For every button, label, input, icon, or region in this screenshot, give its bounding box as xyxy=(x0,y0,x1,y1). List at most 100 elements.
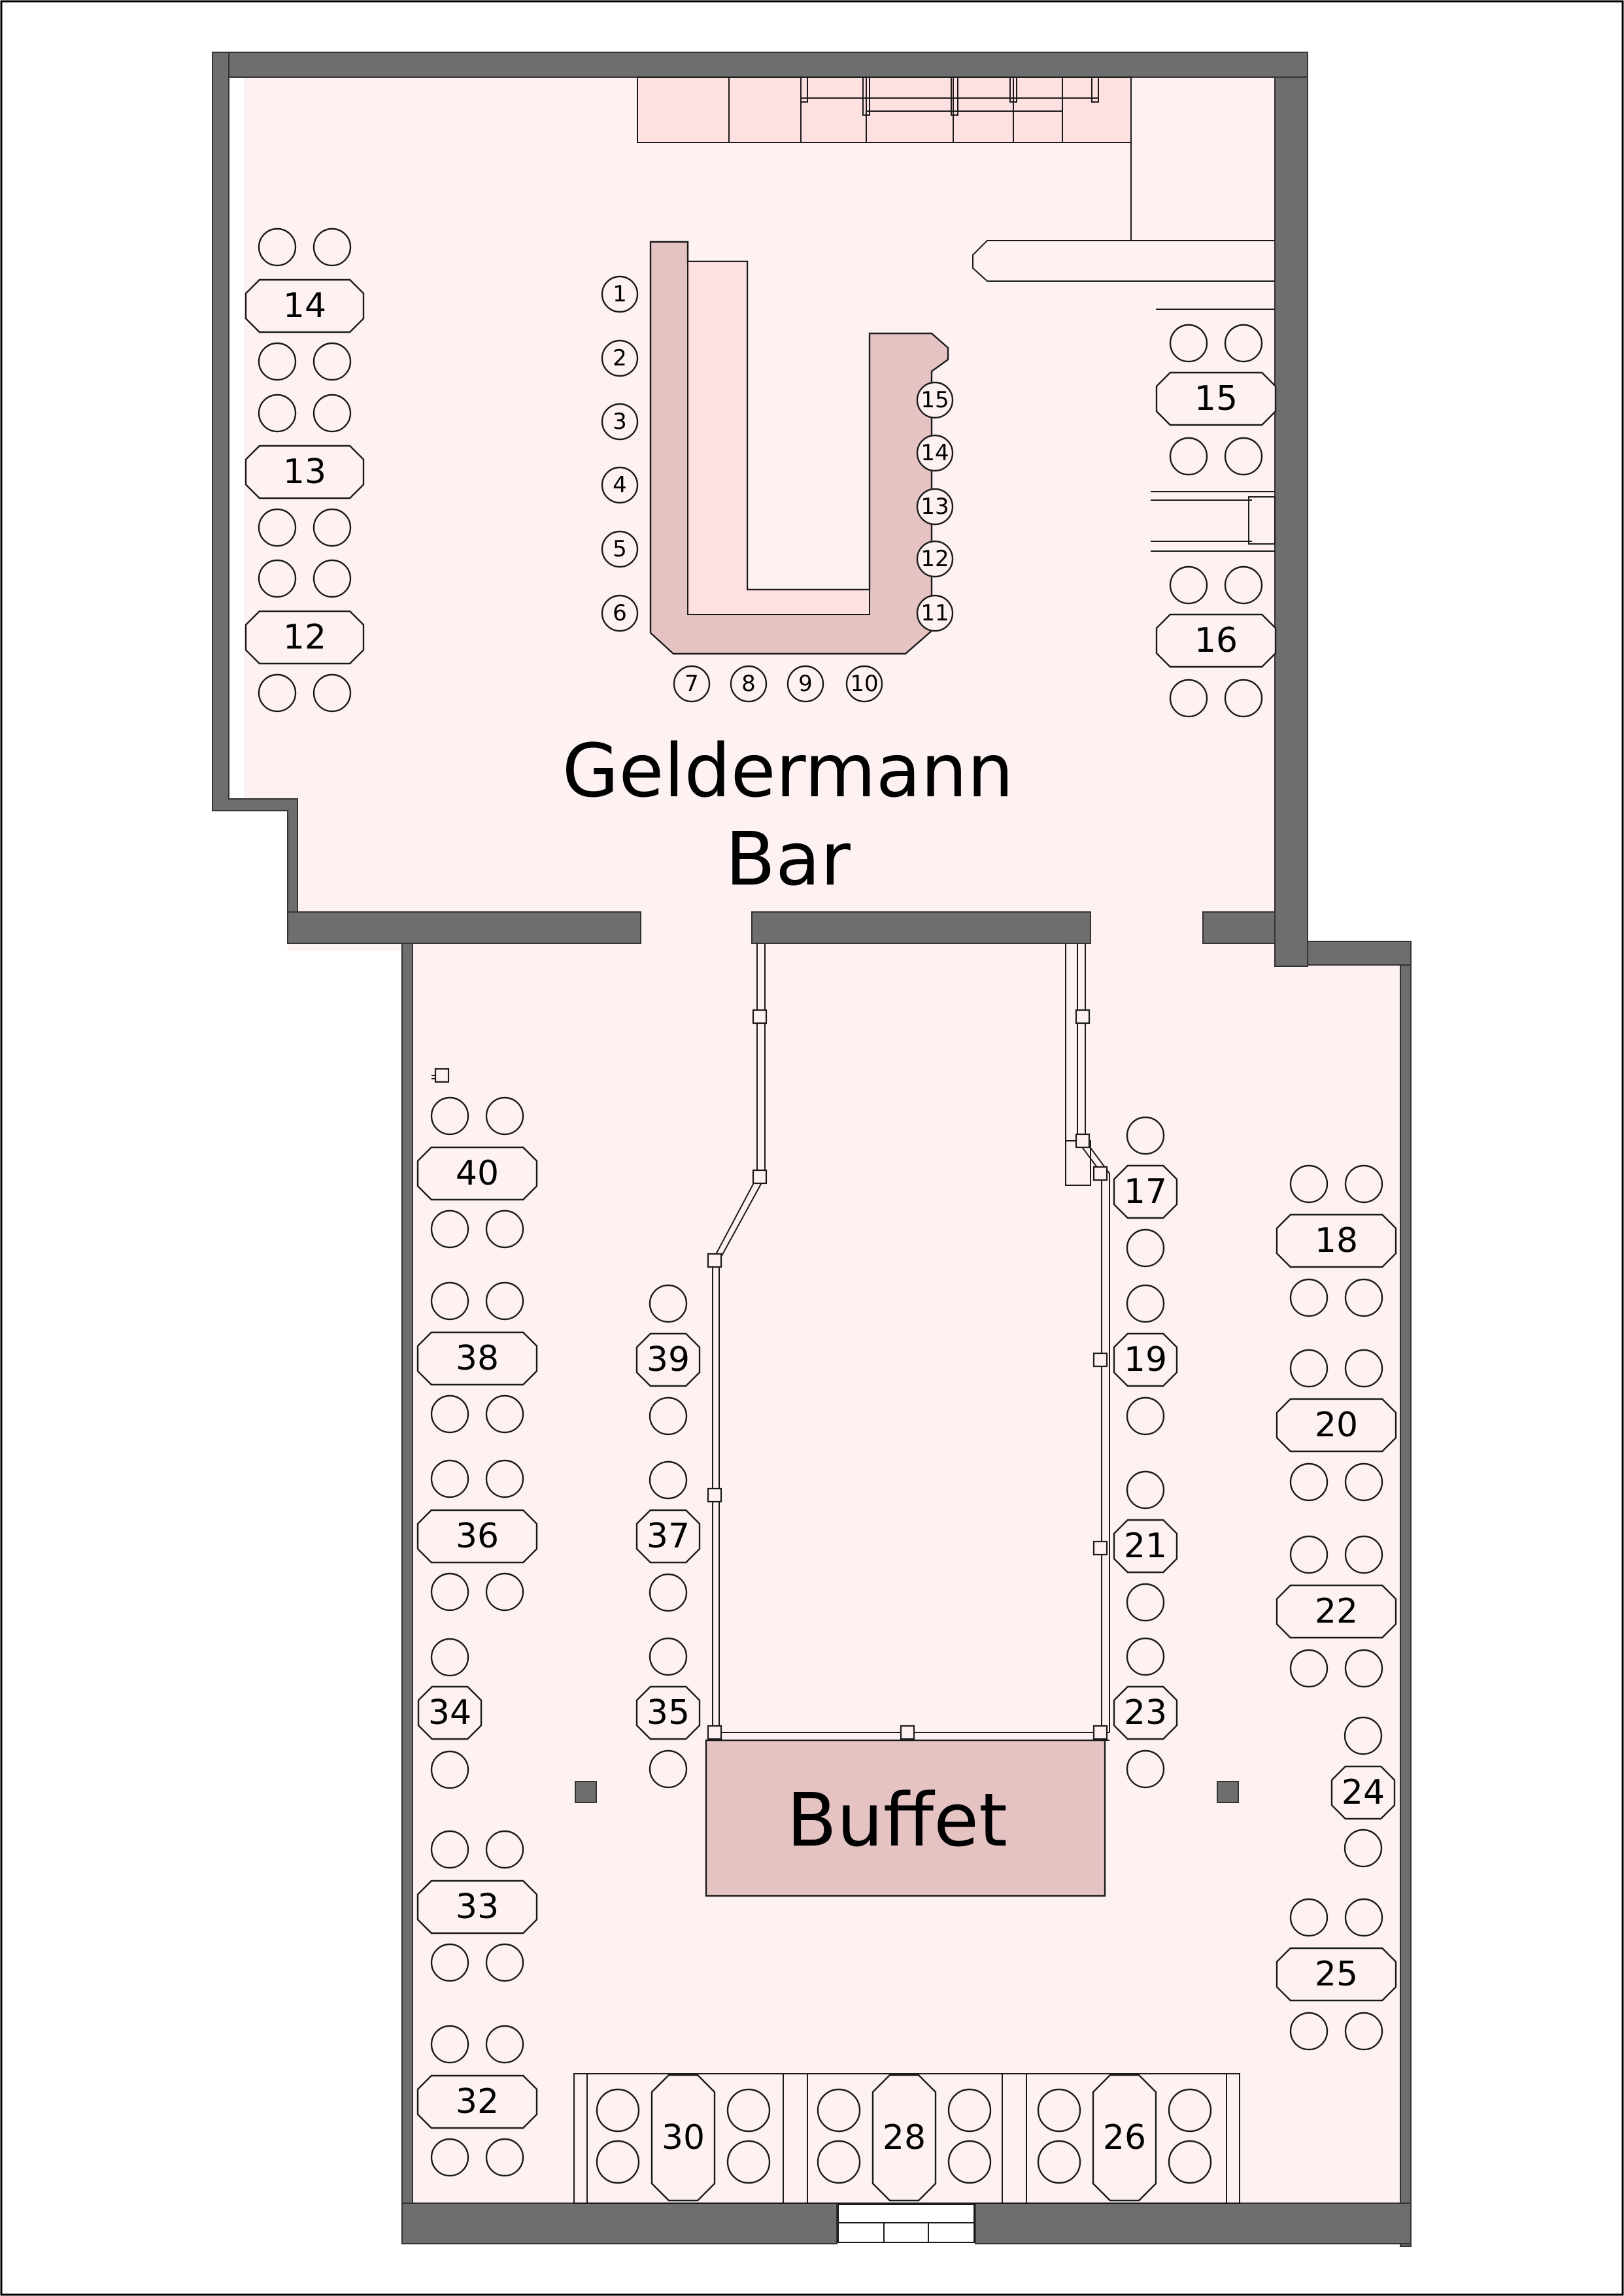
bar-stool[interactable]: 9 xyxy=(787,665,824,703)
chair[interactable] xyxy=(817,2140,861,2184)
bar-stool[interactable]: 4 xyxy=(601,466,639,504)
bar-stool[interactable]: 12 xyxy=(916,540,954,578)
chair[interactable] xyxy=(430,1459,469,1498)
chair[interactable] xyxy=(1344,2012,1383,2051)
chair[interactable] xyxy=(313,673,352,713)
table-23[interactable]: 23 xyxy=(1113,1685,1178,1740)
bar-stool[interactable]: 3 xyxy=(601,403,639,441)
table-32[interactable]: 32 xyxy=(416,2074,538,2129)
chair[interactable] xyxy=(485,1394,524,1434)
chair[interactable] xyxy=(1344,1164,1383,1204)
chair[interactable] xyxy=(649,1637,688,1676)
chair[interactable] xyxy=(258,559,297,598)
chair[interactable] xyxy=(817,2088,861,2133)
chair[interactable] xyxy=(1169,324,1208,363)
table-19[interactable]: 19 xyxy=(1113,1332,1178,1387)
chair[interactable] xyxy=(1289,2012,1328,2051)
chair[interactable] xyxy=(1224,324,1263,363)
chair[interactable] xyxy=(1344,1462,1383,1502)
table-16[interactable]: 16 xyxy=(1155,613,1277,668)
chair[interactable] xyxy=(1344,1829,1383,1868)
chair[interactable] xyxy=(947,2088,992,2133)
chair[interactable] xyxy=(1344,1535,1383,1574)
chair[interactable] xyxy=(1289,1898,1328,1937)
table-21[interactable]: 21 xyxy=(1113,1519,1178,1574)
chair[interactable] xyxy=(1126,1116,1165,1155)
table-20[interactable]: 20 xyxy=(1276,1398,1397,1453)
table-14[interactable]: 14 xyxy=(245,279,365,333)
chair[interactable] xyxy=(485,1572,524,1612)
chair[interactable] xyxy=(596,2088,640,2133)
table-24[interactable]: 24 xyxy=(1330,1765,1396,1820)
chair[interactable] xyxy=(485,1281,524,1321)
chair[interactable] xyxy=(1289,1349,1328,1388)
chair[interactable] xyxy=(430,1750,469,1789)
bar-stool[interactable]: 1 xyxy=(601,275,639,313)
chair[interactable] xyxy=(258,394,297,433)
chair[interactable] xyxy=(649,1573,688,1612)
chair[interactable] xyxy=(1289,1462,1328,1502)
table-28[interactable]: 28 xyxy=(871,2074,937,2202)
chair[interactable] xyxy=(1126,1749,1165,1789)
chair[interactable] xyxy=(1289,1649,1328,1688)
chair[interactable] xyxy=(258,673,297,713)
chair[interactable] xyxy=(313,228,352,267)
bar-stool[interactable]: 15 xyxy=(916,381,954,419)
chair[interactable] xyxy=(430,1209,469,1249)
table-13[interactable]: 13 xyxy=(245,445,365,499)
bar-stool[interactable]: 7 xyxy=(673,665,711,703)
bar-stool[interactable]: 14 xyxy=(916,434,954,472)
table-37[interactable]: 37 xyxy=(635,1509,701,1564)
chair[interactable] xyxy=(1169,679,1208,718)
chair[interactable] xyxy=(485,1209,524,1249)
bar-stool[interactable]: 6 xyxy=(601,594,639,632)
chair[interactable] xyxy=(1126,1228,1165,1268)
chair[interactable] xyxy=(649,1396,688,1436)
bar-stool[interactable]: 5 xyxy=(601,530,639,568)
chair[interactable] xyxy=(1126,1470,1165,1510)
chair[interactable] xyxy=(1168,2140,1212,2184)
chair[interactable] xyxy=(1344,1349,1383,1388)
chair[interactable] xyxy=(485,1459,524,1498)
chair[interactable] xyxy=(1126,1396,1165,1436)
table-22[interactable]: 22 xyxy=(1276,1584,1397,1639)
table-38[interactable]: 38 xyxy=(416,1331,538,1386)
chair[interactable] xyxy=(649,1749,688,1789)
chair[interactable] xyxy=(430,1638,469,1677)
chair[interactable] xyxy=(726,2140,771,2184)
chair[interactable] xyxy=(485,1943,524,1982)
table-39[interactable]: 39 xyxy=(635,1332,701,1387)
chair[interactable] xyxy=(313,342,352,381)
chair[interactable] xyxy=(1126,1583,1165,1622)
table-34[interactable]: 34 xyxy=(417,1685,482,1740)
chair[interactable] xyxy=(1289,1278,1328,1317)
bar-stool[interactable]: 13 xyxy=(916,488,954,526)
chair[interactable] xyxy=(430,1394,469,1434)
chair[interactable] xyxy=(430,1830,469,1869)
chair[interactable] xyxy=(313,559,352,598)
chair[interactable] xyxy=(485,1096,524,1136)
chair[interactable] xyxy=(258,342,297,381)
chair[interactable] xyxy=(430,1943,469,1982)
chair[interactable] xyxy=(1224,566,1263,605)
table-15[interactable]: 15 xyxy=(1155,371,1277,426)
chair[interactable] xyxy=(1126,1637,1165,1676)
chair[interactable] xyxy=(430,1096,469,1136)
chair[interactable] xyxy=(430,1572,469,1612)
chair[interactable] xyxy=(1224,679,1263,718)
chair[interactable] xyxy=(313,394,352,433)
table-25[interactable]: 25 xyxy=(1276,1947,1397,2002)
bar-stool[interactable]: 11 xyxy=(916,594,954,632)
chair[interactable] xyxy=(430,2025,469,2064)
chair[interactable] xyxy=(430,2138,469,2177)
chair[interactable] xyxy=(1344,1278,1383,1317)
chair[interactable] xyxy=(596,2140,640,2184)
table-40[interactable]: 40 xyxy=(416,1146,538,1201)
chair[interactable] xyxy=(1344,1716,1383,1755)
chair[interactable] xyxy=(485,2025,524,2064)
bar-stool[interactable]: 8 xyxy=(730,665,768,703)
chair[interactable] xyxy=(485,2138,524,2177)
chair[interactable] xyxy=(1037,2088,1081,2133)
chair[interactable] xyxy=(1169,566,1208,605)
table-12[interactable]: 12 xyxy=(245,610,365,665)
